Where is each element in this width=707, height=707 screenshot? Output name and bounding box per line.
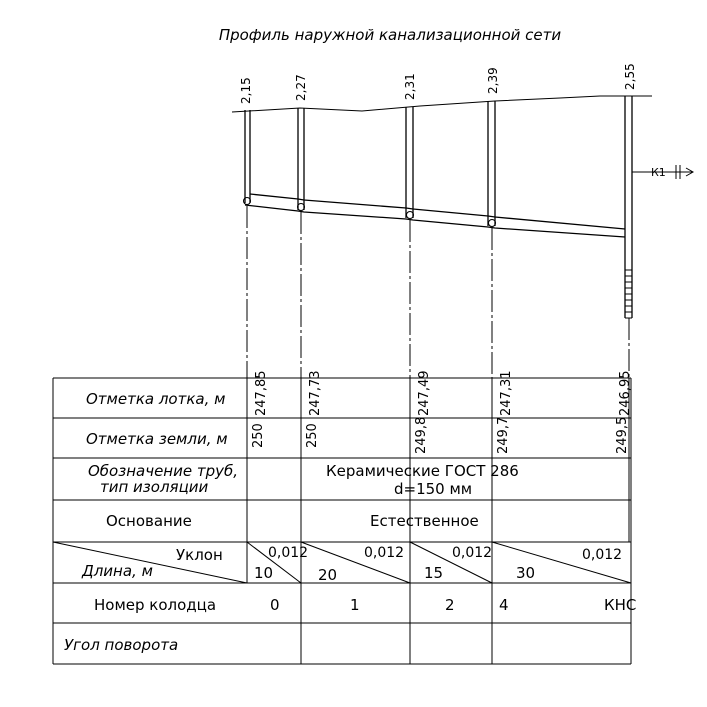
well-4-invert: 247,31: [499, 371, 514, 417]
well-4-top-label: 2,39: [486, 67, 500, 94]
well-0-invert: 247,85: [254, 371, 269, 417]
well-2-number: 2: [445, 596, 455, 614]
row-base-label: Основание: [106, 512, 192, 530]
segment-4-slope: 0,012: [582, 547, 622, 563]
well-2-invert: 247,49: [417, 371, 432, 417]
pipes-value-1: Керамические ГОСТ 286: [326, 462, 519, 480]
sewer-pipe-bottom: [244, 204, 626, 238]
row-length-label: Длина, м: [81, 562, 153, 580]
data-table-grid: [52, 377, 632, 665]
well-2-pipe-circle: [406, 211, 414, 219]
segment-4-length: 30: [516, 564, 535, 582]
kns-top-label: 2,55: [623, 63, 637, 90]
well-4-pipe-circle: [488, 219, 496, 227]
segment-1-slope: 0,012: [268, 545, 308, 561]
segment-2-length: 20: [318, 566, 337, 584]
well-1-invert: 247,73: [308, 371, 323, 417]
row-ground-label: Отметка земли, м: [86, 430, 228, 448]
row-well-label: Номер колодца: [94, 596, 216, 614]
well-1-top-label: 2,27: [294, 74, 308, 101]
well-4-ground: 249,7: [496, 417, 511, 454]
pipes-value-2: d=150 мм: [394, 480, 472, 498]
segment-3-slope: 0,012: [452, 545, 492, 561]
outlet-label: К1: [651, 166, 666, 179]
well-4-number: 4: [499, 596, 509, 614]
row-slope-label: Уклон: [176, 546, 223, 564]
row-invert-label: Отметка лотка, м: [86, 390, 225, 408]
well-1-pipe-circle: [297, 203, 305, 211]
well-0-pipe-circle: [243, 197, 251, 205]
sewer-pipe-top: [249, 193, 626, 230]
kns-station: [624, 96, 633, 319]
segment-3-length: 15: [424, 564, 443, 582]
kns-ground: 249,5: [615, 417, 630, 454]
row-pipes-label-1: Обозначение труб,: [88, 462, 238, 480]
well-axis-lines: [246, 206, 630, 378]
well-0-top-label: 2,15: [239, 77, 253, 104]
well-4: [487, 101, 496, 227]
well-2-top-label: 2,31: [403, 73, 417, 100]
well-1: [297, 108, 305, 211]
well-1-ground: 250: [305, 423, 320, 448]
well-1-number: 1: [350, 596, 360, 614]
row-angle-label: Угол поворота: [64, 636, 178, 654]
well-2-ground: 249,8: [414, 417, 429, 454]
outlet-k1: К1: [632, 165, 695, 179]
well-0: [243, 110, 251, 205]
well-0-number: 0: [270, 596, 280, 614]
well-2: [405, 107, 414, 219]
base-value: Естественное: [370, 512, 479, 530]
ground-surface-line: [231, 95, 652, 113]
segment-1-length: 10: [254, 564, 273, 582]
drawing-title: Профиль наружной канализационной сети: [219, 26, 562, 44]
kns-invert: 246,95: [618, 371, 633, 417]
well-0-ground: 250: [251, 423, 266, 448]
segment-2-slope: 0,012: [364, 545, 404, 561]
row-pipes-label-2: тип изоляции: [100, 478, 209, 496]
kns-number: КНС: [604, 596, 636, 614]
